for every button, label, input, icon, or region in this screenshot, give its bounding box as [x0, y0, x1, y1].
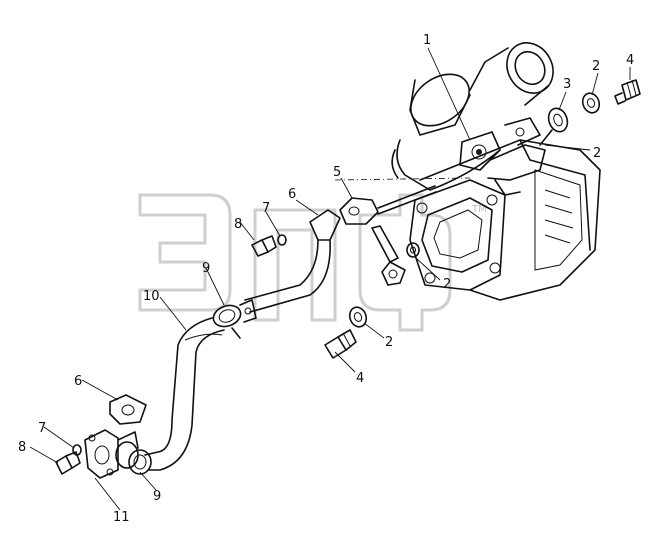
callout-4-lower: 4 [356, 371, 364, 386]
callout-2-upper: 2 [592, 59, 600, 74]
middle-bolt [324, 306, 368, 359]
callout-6-lower: 6 [74, 374, 82, 389]
callout-2-middle: 2 [385, 335, 393, 350]
callout-1: 1 [423, 33, 431, 48]
turbocharger-assembly [391, 42, 601, 301]
callout-5: 5 [333, 165, 341, 180]
leader-lines [29, 47, 631, 511]
watermark-mark: TM [471, 204, 487, 215]
callout-labels: 1 2 2 2 2 3 4 4 5 6 6 7 7 8 8 9 9 10 11 [18, 33, 634, 525]
callout-2-flange: 2 [443, 277, 451, 292]
callout-11: 11 [113, 510, 130, 525]
callout-9-upper: 9 [202, 261, 210, 276]
callout-6-upper: 6 [288, 187, 296, 202]
watermark-logo: TM [138, 193, 487, 332]
drain-tube-lower [55, 317, 225, 479]
callout-9-lower: 9 [153, 489, 161, 504]
oil-feed-pipe [334, 177, 471, 286]
callout-7-lower: 7 [38, 421, 46, 436]
oil-return-hose-upper [212, 209, 341, 339]
callout-8-lower: 8 [18, 440, 26, 455]
callout-3: 3 [563, 77, 571, 92]
callout-7-upper: 7 [262, 201, 270, 216]
callout-2-right: 2 [593, 146, 601, 161]
callout-8-upper: 8 [234, 217, 242, 232]
callout-4-upper: 4 [626, 53, 634, 68]
upper-fittings [539, 79, 641, 146]
callout-10: 10 [143, 289, 160, 304]
